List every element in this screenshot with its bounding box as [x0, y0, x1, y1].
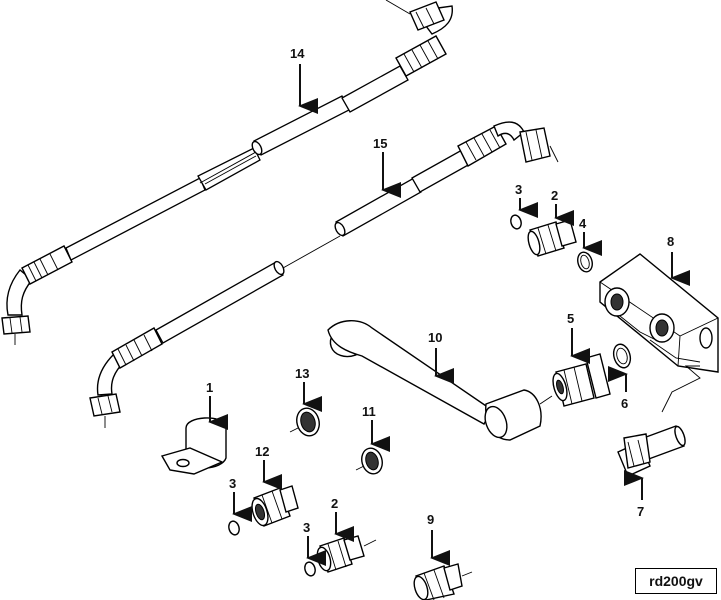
callout-4: 4: [579, 216, 587, 231]
ring-part-6: [612, 343, 632, 369]
callout-12: 12: [255, 444, 269, 459]
hose-assembly-15: [89, 121, 559, 428]
callout-13: 13: [295, 366, 309, 381]
hose-assembly-14: [1, 0, 453, 345]
callout-11: 11: [362, 404, 376, 419]
callout-14: 14: [290, 46, 305, 61]
callout-2-lower: 2: [331, 496, 338, 511]
plug-part-8: [413, 563, 473, 600]
clamp-part-1: [160, 417, 227, 475]
callout-15: 15: [373, 136, 387, 151]
callout-3-lower: 3: [303, 520, 310, 535]
callout-10: 10: [428, 330, 442, 345]
o-ring-part-3-lower: [304, 561, 316, 577]
callout-3-left: 3: [229, 476, 236, 491]
callout-5: 5: [567, 311, 574, 326]
callout-8: 9: [427, 512, 434, 527]
o-ring-part-3-upper: [510, 214, 522, 230]
manifold-block-part-7: [599, 253, 719, 373]
callout-labels: 14 15 3 2 4 8 5 6 10 13 1 11 12 3 2 3 9 …: [206, 46, 674, 535]
adapter-part-2-lower: [316, 535, 377, 573]
drawing-reference-code: rd200gv: [635, 568, 717, 594]
fitting-part-12: [251, 485, 299, 527]
o-ring-part-3-left: [228, 520, 240, 536]
callout-6: 6: [621, 396, 628, 411]
seal-ring-part-4: [577, 251, 593, 273]
dust-cap-part-10: [327, 320, 553, 441]
callout-7: 8: [667, 234, 674, 249]
callout-1: 1: [206, 380, 213, 395]
callout-9: 7: [637, 504, 644, 519]
callout-arrows: [208, 64, 690, 566]
adapter-part-2-upper: [527, 219, 577, 257]
fitting-part-5: [552, 353, 611, 407]
callout-2-upper: 2: [551, 188, 558, 203]
bolt-part-9: [617, 425, 686, 477]
callout-3-upper: 3: [515, 182, 522, 197]
